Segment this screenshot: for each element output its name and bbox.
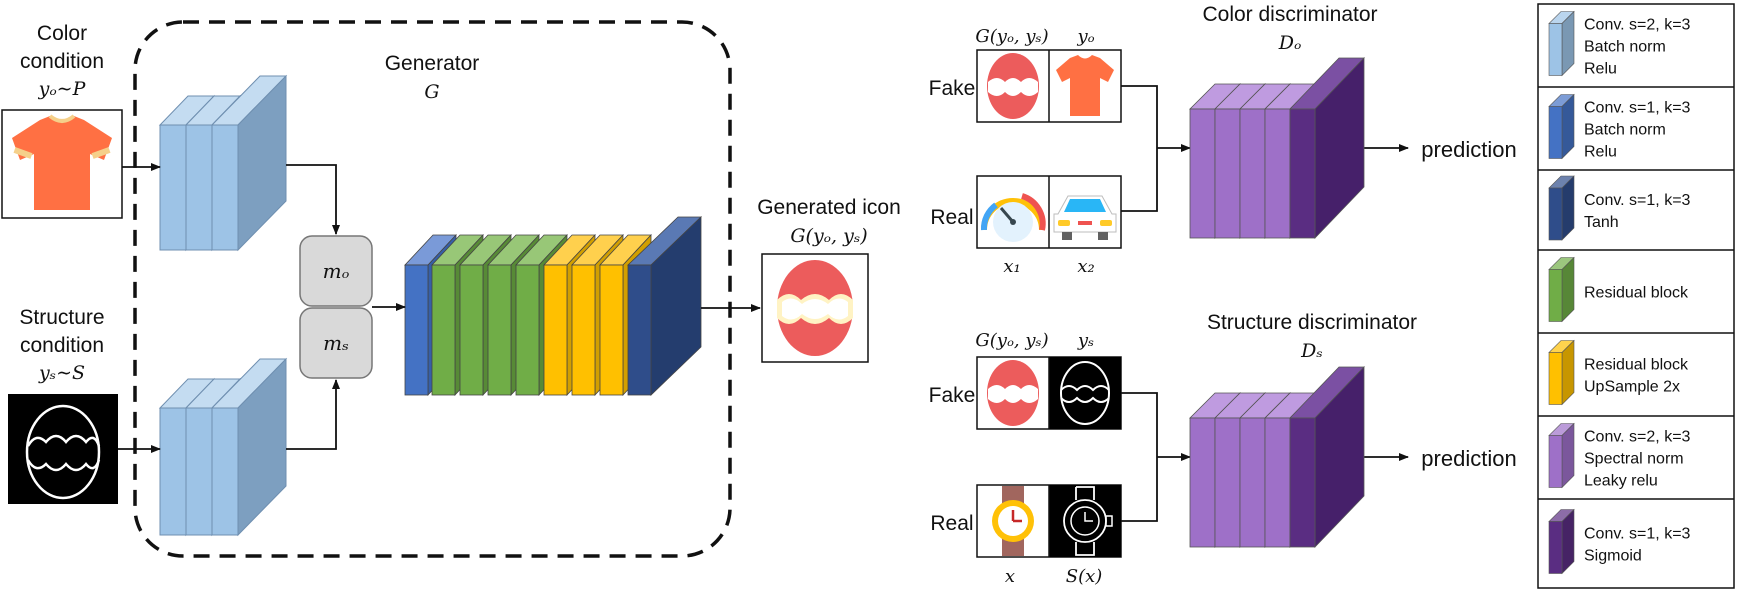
legend-swatch-icon xyxy=(1548,256,1575,323)
legend-text: Sigmoid xyxy=(1584,548,1642,565)
generator-connectors xyxy=(118,163,761,453)
legend-text: UpSample 2x xyxy=(1584,379,1680,396)
color-prediction-label: prediction xyxy=(1421,137,1516,162)
color-discriminator-symbol: Dₒ xyxy=(1278,32,1302,54)
legend-text: Conv. s=2, k=3 xyxy=(1584,17,1691,34)
mc-block xyxy=(299,235,373,307)
structure-real-label: Real xyxy=(930,512,973,535)
color-discriminator-title: Color discriminator xyxy=(1202,3,1377,26)
color-disc-stack xyxy=(1189,57,1365,239)
structure-fake-gen-header: G(yₒ, yₛ) xyxy=(975,330,1048,351)
ms-block xyxy=(299,307,373,379)
legend-swatch-icon xyxy=(1548,175,1575,241)
legend-swatch-icon xyxy=(1548,93,1575,160)
mc-label: mₒ xyxy=(323,259,350,283)
structure-discriminator-symbol: Dₛ xyxy=(1300,340,1323,362)
color-fake-label: Fake xyxy=(929,77,976,100)
generated-egg-image xyxy=(761,253,869,363)
color-fake-pair xyxy=(976,49,1122,123)
legend-text: Relu xyxy=(1584,61,1617,78)
structure-fake-pair xyxy=(976,356,1122,430)
color-condition-math: yₒ∼P xyxy=(38,78,87,100)
structure-fake-label: Fake xyxy=(929,384,976,407)
structure-condition-label-line1: Structure xyxy=(19,306,104,329)
structure-real-x: x xyxy=(1005,566,1015,587)
color-disc-connectors xyxy=(1121,85,1409,212)
legend-item: Residual block xyxy=(1538,249,1734,323)
generated-icon-title: Generated icon xyxy=(757,196,901,219)
structure-disc-connectors xyxy=(1121,392,1409,522)
color-real-label: Real xyxy=(930,206,973,229)
egg-outline-image xyxy=(8,394,118,504)
legend-text: Conv. s=1, k=3 xyxy=(1584,100,1691,117)
color-fake-gen-header: G(yₒ, yₛ) xyxy=(975,26,1048,47)
structure-prediction-label: prediction xyxy=(1421,446,1516,471)
legend-swatch-icon xyxy=(1548,10,1575,77)
structure-real-pair xyxy=(976,484,1122,558)
legend-text: Batch norm xyxy=(1584,39,1666,56)
legend-swatch-icon xyxy=(1548,508,1575,575)
generated-icon-math: G(yₒ, yₛ) xyxy=(790,225,867,247)
color-fake-cond-header: yₒ xyxy=(1076,26,1094,47)
color-condition-label-line2: condition xyxy=(20,50,104,73)
legend-swatch-icon xyxy=(1548,339,1575,406)
legend-text: Tanh xyxy=(1584,214,1619,231)
color-encoder-stack xyxy=(158,74,288,252)
legend-text: Residual block xyxy=(1584,285,1689,302)
color-real-x1: x₁ xyxy=(1003,256,1020,277)
color-condition-label-line1: Color xyxy=(37,22,87,45)
generator-title: Generator xyxy=(385,52,480,75)
legend-swatch-icon xyxy=(1548,422,1575,489)
color-real-pair xyxy=(976,175,1122,249)
structure-condition-label-line2: condition xyxy=(20,334,104,357)
color-real-x2: x₂ xyxy=(1077,256,1094,277)
structure-encoder-stack xyxy=(158,357,288,537)
decoder-stack xyxy=(404,216,702,397)
legend-text: Residual block xyxy=(1584,357,1689,374)
legend-text: Leaky relu xyxy=(1584,473,1658,490)
legend-text: Spectral norm xyxy=(1584,451,1684,468)
structure-real-sx: S(x) xyxy=(1066,566,1103,587)
legend-text: Relu xyxy=(1584,144,1617,161)
structure-disc-stack xyxy=(1189,366,1365,548)
structure-discriminator-title: Structure discriminator xyxy=(1207,311,1417,334)
legend-text: Conv. s=1, k=3 xyxy=(1584,526,1691,543)
ms-label: mₛ xyxy=(323,331,349,355)
structure-fake-cond-header: yₛ xyxy=(1077,330,1094,351)
tshirt-image xyxy=(1,109,123,219)
legend-text: Conv. s=1, k=3 xyxy=(1584,192,1691,209)
legend-text: Batch norm xyxy=(1584,122,1666,139)
generator-symbol: G xyxy=(424,81,439,103)
generator-frame xyxy=(133,20,732,558)
structure-condition-math: yₛ∼S xyxy=(38,362,85,384)
legend-text: Conv. s=2, k=3 xyxy=(1584,429,1691,446)
